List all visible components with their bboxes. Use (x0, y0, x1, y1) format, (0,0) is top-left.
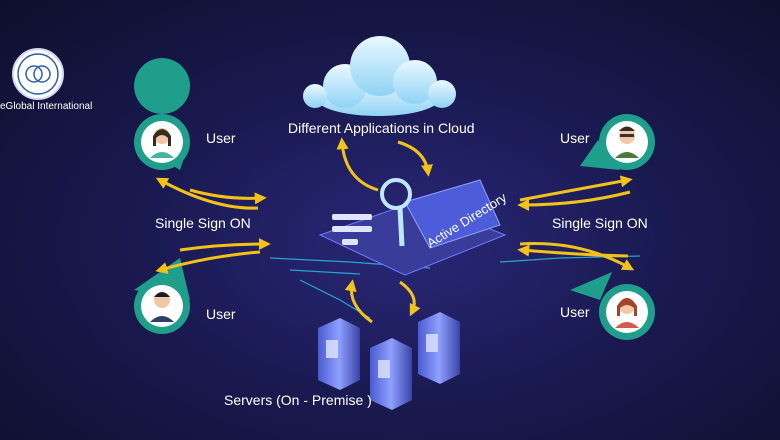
logo-rings (17, 53, 59, 95)
user-label-top-left: User (206, 130, 236, 146)
user-pin-bottom-left (134, 258, 190, 334)
user-pin-bottom-right (570, 272, 655, 340)
user-pin-top-right (580, 114, 655, 170)
user-label-bottom-left: User (206, 306, 236, 322)
arrow-sso-left-top-out (155, 177, 259, 210)
arrow-sso-right-bottom-in (517, 244, 629, 258)
arrow-sso-right-top-in (517, 190, 631, 211)
arrow-sso-left-bottom-in (179, 238, 271, 252)
arrow-sso-right-top-out (519, 175, 633, 202)
arrow-sso-left-bottom-out (155, 250, 261, 274)
arrow-ad-down (399, 280, 421, 317)
arrow-sso-right-bottom-out (519, 242, 635, 271)
laptop-magnifier-icon (318, 178, 507, 276)
logo-emblem-icon (12, 48, 64, 100)
arrow-servers-up (344, 279, 373, 324)
cloud-icon (303, 36, 456, 116)
sso-label-right: Single Sign ON (552, 215, 648, 231)
cloud-label: Different Applications in Cloud (288, 120, 475, 136)
sso-label-left: Single Sign ON (155, 215, 251, 231)
user-pin-top-left (134, 58, 191, 170)
logo-text: eGlobal International (0, 101, 93, 112)
arrow-cloud-down (397, 140, 433, 177)
arrow-ad-up (336, 137, 379, 192)
servers-label: Servers (On - Premise ) (224, 392, 372, 408)
user-label-top-right: User (560, 130, 590, 146)
arrow-sso-left-top-in (189, 188, 267, 205)
server-rack-icon (318, 312, 460, 410)
flow-arrows (155, 137, 635, 324)
user-label-bottom-right: User (560, 304, 590, 320)
